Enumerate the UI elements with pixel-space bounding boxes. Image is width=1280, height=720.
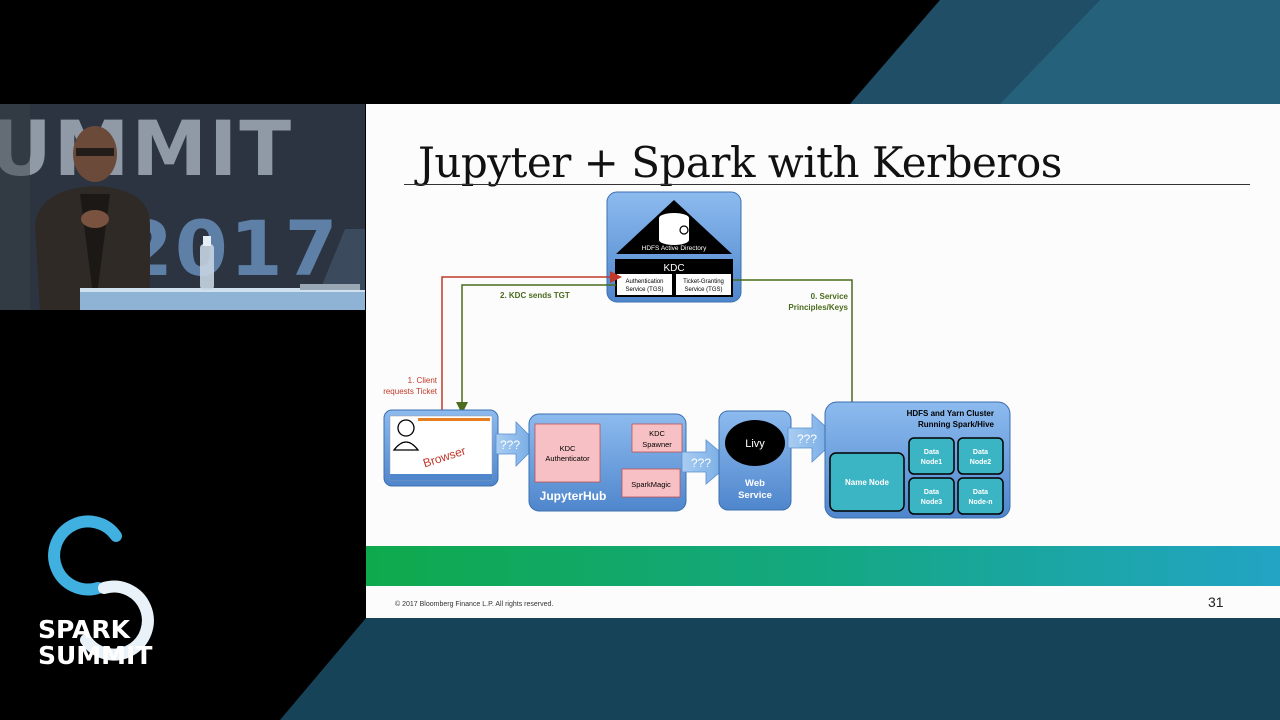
page-number: 31	[1208, 594, 1224, 610]
client-request-label-2: requests Ticket	[383, 387, 438, 396]
data-node-3-line2: Node3	[921, 499, 943, 506]
livy-label: Livy	[745, 438, 765, 450]
logo-line-2: SUMMIT	[38, 641, 153, 670]
data-node-1-line1: Data	[924, 449, 939, 456]
data-node-2-line1: Data	[973, 449, 988, 456]
kdc-sends-tgt-label: 2. KDC sends TGT	[500, 291, 570, 300]
footer-band	[366, 546, 1280, 586]
green-service-principals-line	[733, 279, 858, 460]
stage-text-bottom: 2017	[120, 204, 340, 293]
jupyterhub-label: JupyterHub	[540, 489, 607, 503]
speaker-figure	[0, 104, 365, 310]
data-node-3	[908, 477, 955, 515]
browser-box: Browser	[383, 409, 499, 487]
auth-service-line2: Service (TGS)	[625, 287, 663, 293]
kdc-label: KDC	[663, 263, 684, 274]
name-node-label: Name Node	[845, 478, 890, 487]
green-kdc-tgt-line	[456, 284, 616, 414]
data-node-1-line2: Node1	[921, 459, 943, 466]
name-node	[829, 452, 905, 512]
data-node-1	[908, 437, 955, 475]
tgs-service-line2: Service (TGS)	[684, 287, 722, 293]
service-principals-label-1: 0. Service	[811, 292, 849, 301]
copyright: © 2017 Bloomberg Finance L.P. All rights…	[395, 601, 554, 608]
web-service-line1: Web	[745, 478, 765, 489]
unknown-label-3: ???	[797, 432, 817, 446]
data-node-n-line2: Node-n	[968, 499, 992, 506]
cluster-title-line1: HDFS and Yarn Cluster	[907, 409, 994, 418]
unknown-label-2: ???	[691, 456, 711, 470]
cluster-title-line2: Running Spark/Hive	[918, 420, 995, 429]
person-icon	[392, 419, 420, 451]
web-service-line2: Service	[738, 490, 772, 501]
data-node-n	[957, 477, 1004, 515]
spark-summit-logo-text: SPARK SUMMIT	[38, 617, 168, 669]
kdc-spawner-line1: KDC	[649, 429, 665, 438]
kdc-block: HDFS Active Directory KDC Authentication…	[606, 191, 742, 303]
jupyterhub-box: KDC Authenticator KDC Spawner SparkMagic…	[528, 413, 687, 512]
slide-title: Jupyter + Spark with Kerberos	[418, 138, 1062, 187]
kerberos-diagram: HDFS Active Directory KDC Authentication…	[383, 191, 1011, 519]
data-node-n-line1: Data	[973, 489, 988, 496]
kdc-authenticator-line1: KDC	[560, 444, 576, 453]
unknown-arrow-1: ???	[495, 421, 539, 467]
auth-service-line1: Authentication	[625, 279, 663, 285]
data-node-2	[957, 437, 1004, 475]
data-node-3-line1: Data	[924, 489, 939, 496]
kdc-spawner-line2: Spawner	[642, 440, 672, 449]
cluster-box: HDFS and Yarn Cluster Running Spark/Hive…	[824, 401, 1011, 519]
slide: Jupyter + Spark with Kerberos	[366, 104, 1280, 618]
speaker-video: UMMIT 2017	[0, 104, 365, 310]
kdc-authenticator-line2: Authenticator	[545, 454, 590, 463]
livy-box: Livy Web Service	[718, 410, 792, 511]
stage-text-top: UMMIT	[0, 104, 294, 193]
tgs-service-line1: Ticket-Granting	[683, 279, 724, 285]
service-principals-label-2: Principles/Keys	[788, 303, 848, 312]
logo-line-1: SPARK	[38, 615, 131, 644]
ad-label: HDFS Active Directory	[642, 245, 707, 252]
unknown-label-1: ???	[500, 438, 520, 452]
spark-summit-logo-icon	[48, 515, 154, 661]
user-icon	[679, 225, 689, 235]
sparkmagic-label: SparkMagic	[631, 480, 671, 489]
client-request-label-1: 1. Client	[408, 376, 438, 385]
red-client-request-line	[441, 271, 622, 410]
data-node-2-line2: Node2	[970, 459, 992, 466]
title-underline	[404, 184, 1250, 185]
